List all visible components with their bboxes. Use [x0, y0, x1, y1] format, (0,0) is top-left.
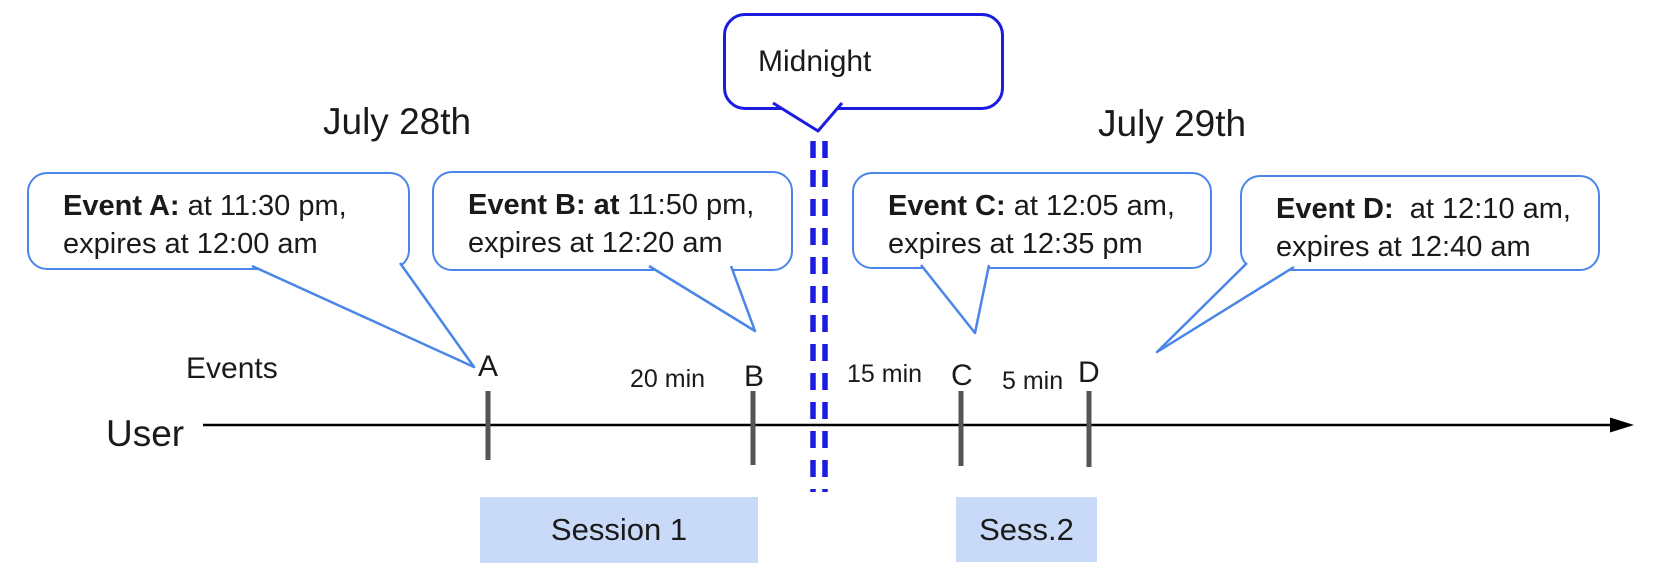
event-b-line1: Event B: at 11:50 pm,	[468, 189, 755, 221]
timeline-arrowhead	[1610, 417, 1634, 433]
midnight-dashed-line	[810, 141, 828, 492]
event-c-line2: expires at 12:35 pm	[888, 228, 1143, 260]
tick-label-c: C	[951, 359, 973, 392]
event-a-line1: Event A: at 11:30 pm,	[63, 190, 347, 222]
event-d-line1: Event D: at 12:10 am,	[1276, 193, 1571, 225]
midnight-bubble: Midnight	[723, 13, 1004, 110]
tick-label-b: B	[744, 360, 765, 393]
session-2-box: Sess.2	[956, 497, 1097, 562]
midnight-label: Midnight	[758, 44, 872, 78]
event-b-tail	[648, 264, 757, 333]
events-row-label: Events	[186, 352, 278, 385]
tick-label-a: A	[478, 350, 499, 383]
session-1-label: Session 1	[550, 512, 688, 547]
event-a-tail	[251, 262, 476, 369]
tick-label-d: D	[1078, 356, 1100, 389]
timeline-arrow	[203, 417, 1634, 433]
interval-15min-label: 15 min	[847, 360, 923, 388]
date-july-28: July 28th	[323, 101, 472, 142]
date-july-29: July 29th	[1098, 103, 1247, 144]
event-d-tail	[1155, 262, 1295, 354]
event-b-callout: Event B: at 11:50 pm, expires at 12:20 a…	[432, 171, 793, 271]
interval-5min-label: 5 min	[1002, 367, 1064, 395]
event-c-callout: Event C: at 12:05 am, expires at 12:35 p…	[852, 172, 1212, 269]
event-b-line2: expires at 12:20 am	[468, 227, 723, 259]
session-1-box: Session 1	[480, 497, 758, 563]
interval-20min-label: 20 min	[630, 365, 706, 393]
event-c-line1: Event C: at 12:05 am,	[888, 190, 1175, 222]
user-row-label: User	[106, 413, 185, 454]
event-a-callout: Event A: at 11:30 pm, expires at 12:00 a…	[27, 172, 410, 270]
event-d-callout: Event D: at 12:10 am, expires at 12:40 a…	[1240, 175, 1600, 271]
session-2-label: Sess.2	[979, 511, 1074, 547]
event-c-tail	[920, 264, 991, 335]
event-a-line2: expires at 12:00 am	[63, 228, 318, 260]
event-d-line2: expires at 12:40 am	[1276, 231, 1531, 263]
